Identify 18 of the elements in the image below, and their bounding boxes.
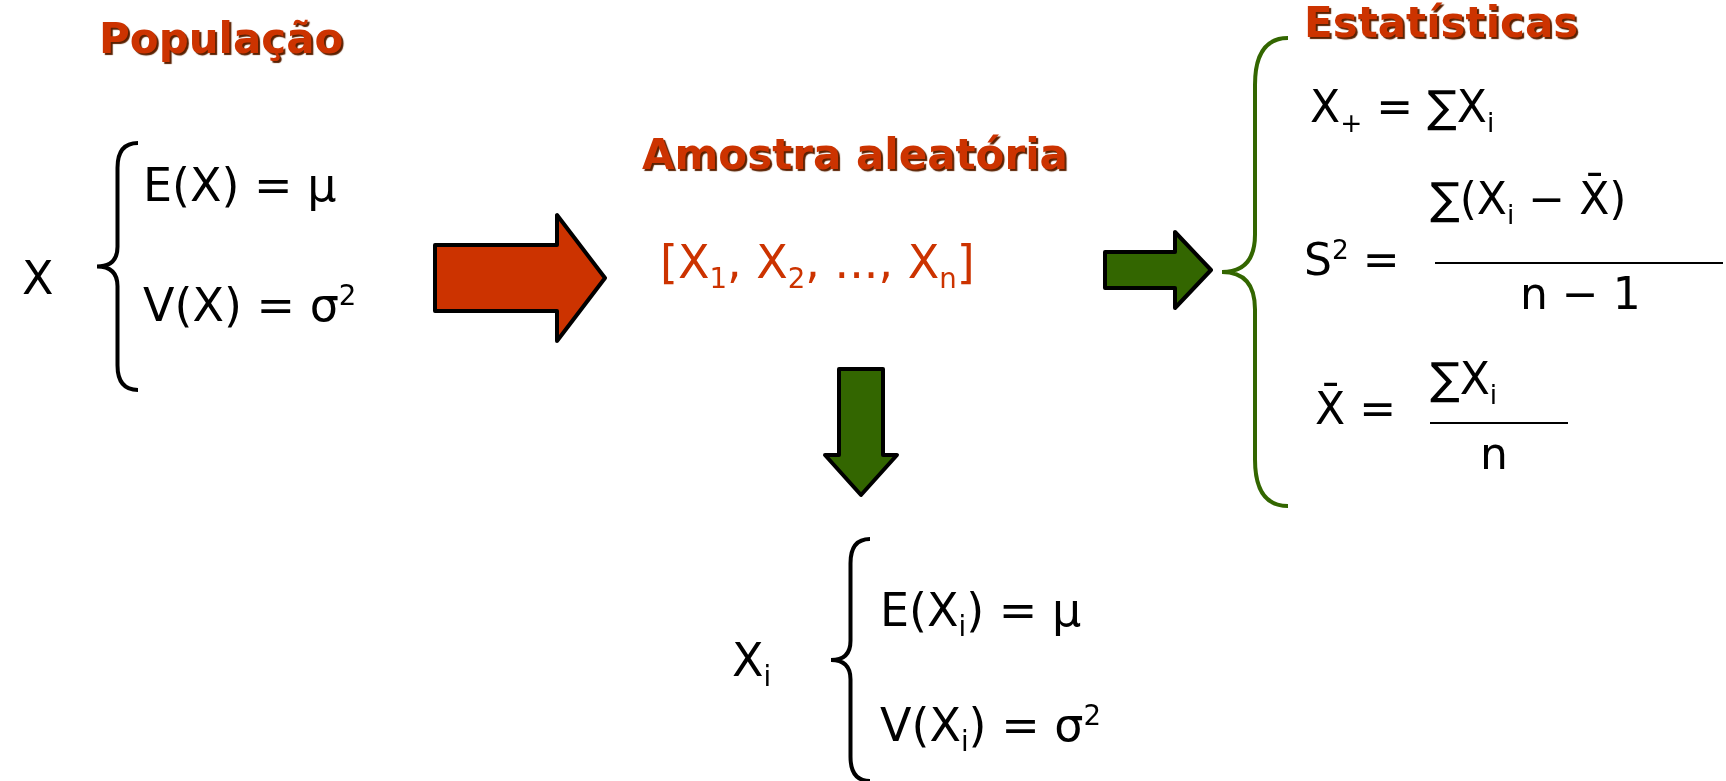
sample-formula: [X$_{1}$, X$_{2}$, ..., X$_{n}$] [660, 237, 975, 295]
heading: População [99, 16, 344, 63]
formula: X$_{+}$ = ∑X$_{i}$ [1310, 83, 1495, 137]
variable-label: X [22, 253, 54, 304]
fraction-denominator: n [1480, 430, 1508, 479]
heading: Estatísticas [1304, 0, 1579, 47]
formula: E(X$_{i}$) = μ [880, 585, 1082, 643]
formula: S$^{2}$ = [1304, 235, 1400, 285]
formula: E(X) = μ [143, 160, 337, 211]
variable-label: X$_{i}$ [732, 635, 772, 693]
block-arrow [823, 367, 899, 497]
block-arrow [1103, 230, 1213, 310]
block-arrow [433, 213, 607, 343]
formula: V(X) = σ$^{2}$ [143, 280, 357, 331]
fraction-denominator: n − 1 [1520, 270, 1641, 319]
heading: Amostra aleatória [641, 132, 1069, 179]
formula: V(X$_{i}$) = σ$^{2}$ [880, 700, 1102, 758]
fraction-numerator: ∑X$_{i}$ [1430, 355, 1498, 409]
